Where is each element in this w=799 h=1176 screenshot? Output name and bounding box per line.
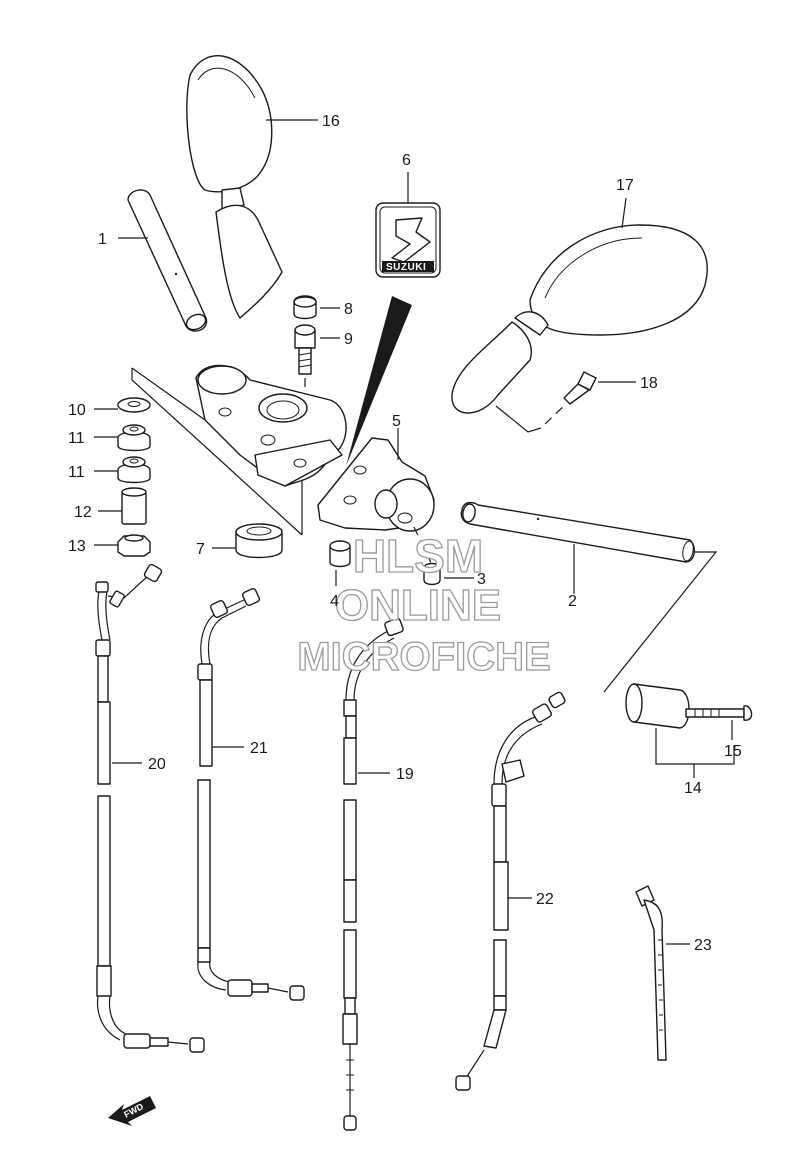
handlebar-inner-tube[interactable]	[118, 189, 208, 333]
watermark-line-1: HLSM	[353, 530, 483, 582]
callout-22: 22	[536, 891, 554, 908]
assembly-guide-lines	[131, 367, 303, 536]
right-handlebar-clamp[interactable]	[317, 428, 435, 532]
clutch-cable-19[interactable]	[342, 617, 404, 1131]
forward-direction-arrow-icon: FWD	[108, 1096, 156, 1126]
mirror-screw[interactable]	[495, 371, 636, 433]
cable-tie[interactable]	[635, 885, 690, 1061]
mirror-right[interactable]	[451, 197, 708, 414]
assembly-pointer-arrow	[346, 296, 412, 466]
watermark: HLSM ONLINE MICROFICHE	[297, 529, 552, 679]
callout-8: 8	[344, 301, 353, 318]
callout-12: 12	[74, 504, 92, 521]
callout-11-upper: 11	[68, 430, 85, 447]
throttle-cable-21[interactable]	[197, 587, 305, 1001]
suzuki-emblem[interactable]: SUZUKI	[375, 172, 441, 278]
mount-nut[interactable]	[94, 534, 151, 557]
callout-1: 1	[98, 231, 107, 248]
clamp-bolt[interactable]	[294, 324, 340, 410]
left-handlebar-clamp[interactable]	[195, 364, 347, 487]
callout-23: 23	[694, 937, 712, 954]
callout-7: 7	[196, 541, 205, 558]
rubber-grommet[interactable]	[212, 523, 283, 559]
watermark-line-2: ONLINE	[335, 581, 501, 630]
handlebar-tube[interactable]	[460, 501, 718, 693]
watermark-line-3: MICROFICHE	[297, 635, 550, 679]
callout-5: 5	[392, 413, 401, 430]
emblem-logo-text: SUZUKI	[386, 262, 426, 273]
callout-15: 15	[724, 743, 742, 760]
callout-9: 9	[344, 331, 353, 348]
control-cable-22[interactable]	[455, 691, 566, 1091]
rubber-bushing-lower[interactable]	[94, 456, 151, 484]
callout-11-lower: 11	[68, 464, 85, 481]
rubber-bushing-upper[interactable]	[94, 424, 151, 452]
spacer-collar[interactable]	[98, 487, 147, 525]
washer[interactable]	[94, 397, 151, 413]
throttle-cable-20[interactable]	[95, 563, 205, 1053]
callout-2: 2	[568, 593, 577, 610]
handlebar-balancer-weight[interactable]	[625, 683, 753, 778]
callout-labels: 1 2 3 4 5 6 7 8 9 10 11 11 12 13 14 15 1…	[68, 113, 742, 954]
mirror-left[interactable]	[186, 55, 318, 319]
callout-3: 3	[477, 571, 486, 588]
clamp-bolt-short[interactable]	[413, 526, 474, 586]
callout-21: 21	[250, 740, 268, 757]
callout-10: 10	[68, 402, 86, 419]
callout-17: 17	[616, 177, 634, 194]
bolt-cap[interactable]	[293, 295, 340, 320]
callout-20: 20	[148, 756, 166, 773]
callout-18: 18	[640, 375, 658, 392]
callout-13: 13	[68, 538, 86, 555]
callout-14: 14	[684, 780, 702, 797]
callout-16: 16	[322, 113, 340, 130]
clamp-nut[interactable]	[329, 540, 351, 586]
callout-6: 6	[402, 152, 411, 169]
callout-4: 4	[330, 593, 339, 610]
callout-19: 19	[396, 766, 414, 783]
